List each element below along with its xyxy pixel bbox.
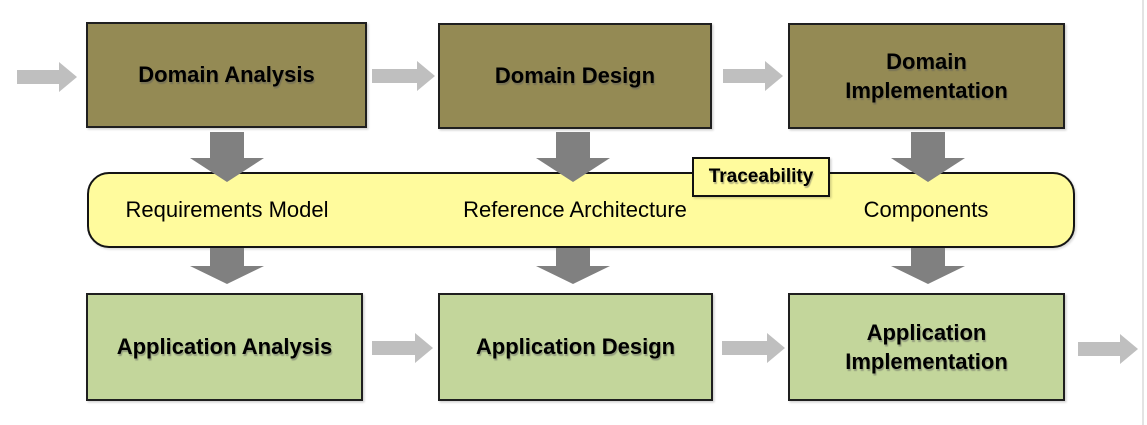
flow-arrow-icon xyxy=(722,333,785,363)
process-box-application-analysis: Application Analysis xyxy=(86,293,363,401)
process-box-domain-analysis: Domain Analysis xyxy=(86,22,367,128)
process-box-domain-design: Domain Design xyxy=(438,23,712,129)
artifact-reference-architecture: Reference Architecture xyxy=(463,197,687,222)
down-arrow-icon xyxy=(190,248,264,284)
flow-arrow-icon xyxy=(372,333,433,363)
traceability-label: Traceability xyxy=(692,157,830,197)
artifact-components: Components xyxy=(863,197,989,222)
down-arrow-icon xyxy=(536,248,610,284)
process-box-application-implementation: Application Implementation xyxy=(788,293,1065,401)
artifact-requirements-model: Requirements Model xyxy=(125,197,329,222)
flow-arrow-icon xyxy=(17,62,77,92)
page-edge-line xyxy=(1142,0,1144,425)
flow-arrow-icon xyxy=(372,61,435,91)
flow-arrow-icon xyxy=(1078,334,1138,364)
down-arrow-icon xyxy=(891,248,965,284)
process-box-domain-implementation: Domain Implementation xyxy=(788,23,1065,129)
process-box-application-design: Application Design xyxy=(438,293,713,401)
flow-arrow-icon xyxy=(723,61,783,91)
